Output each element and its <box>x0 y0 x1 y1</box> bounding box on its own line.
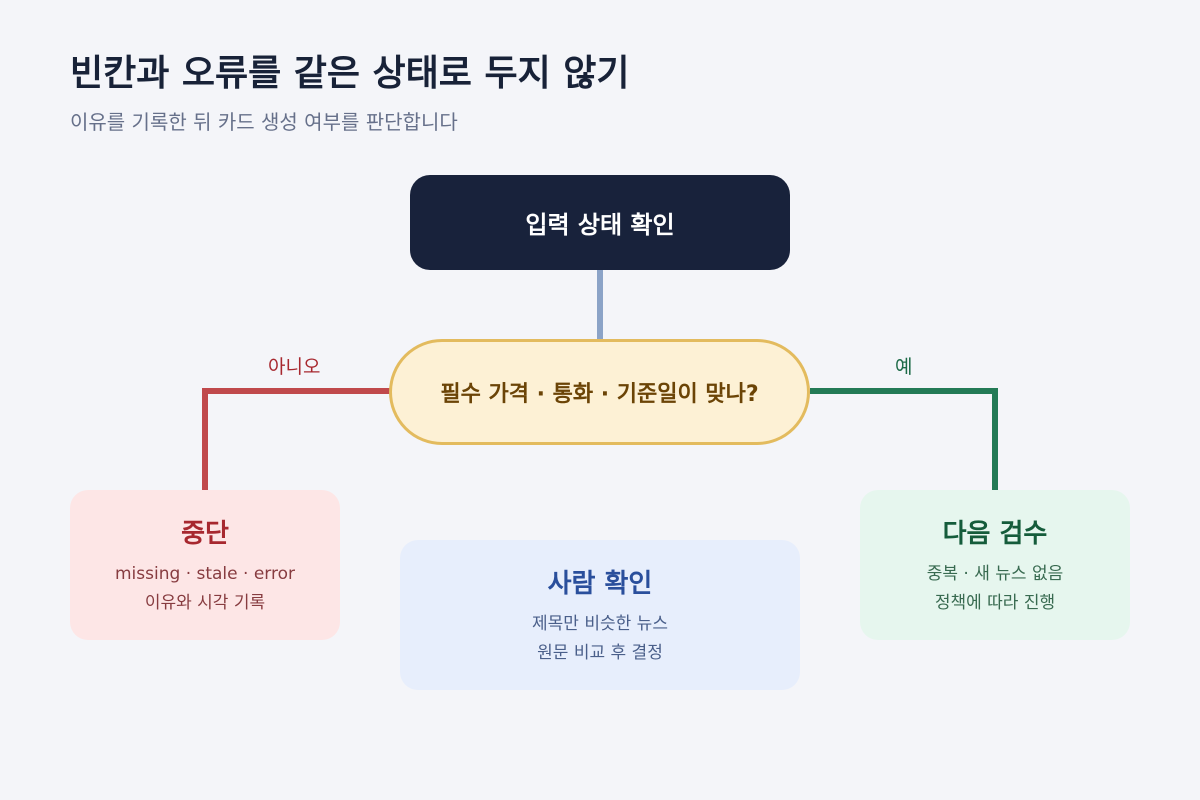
connector-yes-branch <box>810 388 998 490</box>
decision-node-label: 필수 가격 · 통화 · 기준일이 맞나? <box>440 382 759 407</box>
next-box-line: 중복 · 새 뉴스 없음 <box>926 563 1064 584</box>
review-box-line: 원문 비교 후 결정 <box>537 642 663 663</box>
next-box-title: 다음 검수 <box>942 518 1048 549</box>
page-title: 빈칸과 오류를 같은 상태로 두지 않기 <box>70 53 630 94</box>
stop-box-line: missing · stale · error <box>115 563 295 584</box>
edge-label-yes: 예 <box>895 356 913 378</box>
start-node: 입력 상태 확인 <box>410 175 790 270</box>
next-box-line: 정책에 따라 진행 <box>934 592 1056 613</box>
review-box-title: 사람 확인 <box>547 568 653 599</box>
decision-node: 필수 가격 · 통화 · 기준일이 맞나? <box>389 339 810 445</box>
start-node-label: 입력 상태 확인 <box>525 211 675 239</box>
next-box: 다음 검수 중복 · 새 뉴스 없음 정책에 따라 진행 <box>860 490 1130 640</box>
stop-box: 중단 missing · stale · error 이유와 시각 기록 <box>70 490 340 640</box>
page-subtitle: 이유를 기록한 뒤 카드 생성 여부를 판단합니다 <box>70 110 458 134</box>
connector-no-branch <box>202 388 390 490</box>
stop-box-line: 이유와 시각 기록 <box>144 592 266 613</box>
stop-box-title: 중단 <box>181 518 229 549</box>
review-box: 사람 확인 제목만 비슷한 뉴스 원문 비교 후 결정 <box>400 540 800 690</box>
review-box-line: 제목만 비슷한 뉴스 <box>532 613 668 634</box>
edge-label-no: 아니오 <box>268 356 321 378</box>
